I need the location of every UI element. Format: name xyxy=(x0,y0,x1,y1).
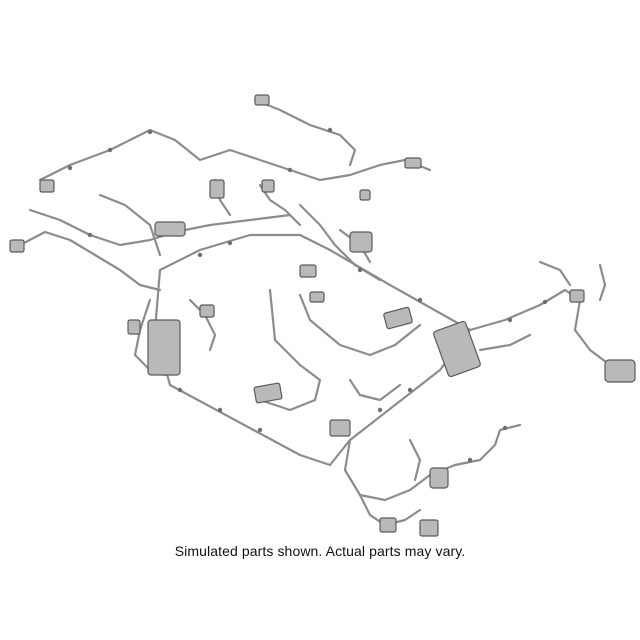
disclaimer-caption: Simulated parts shown. Actual parts may … xyxy=(174,543,466,559)
dash-wire-left xyxy=(18,230,162,292)
door-wire-right xyxy=(468,288,582,332)
junction-module-center xyxy=(433,320,481,378)
floor-module xyxy=(383,306,413,330)
dash-wire-top xyxy=(253,98,357,167)
dash-wire-upper xyxy=(38,128,322,182)
fuse-box-left xyxy=(147,319,181,376)
rear-wire xyxy=(343,423,522,502)
